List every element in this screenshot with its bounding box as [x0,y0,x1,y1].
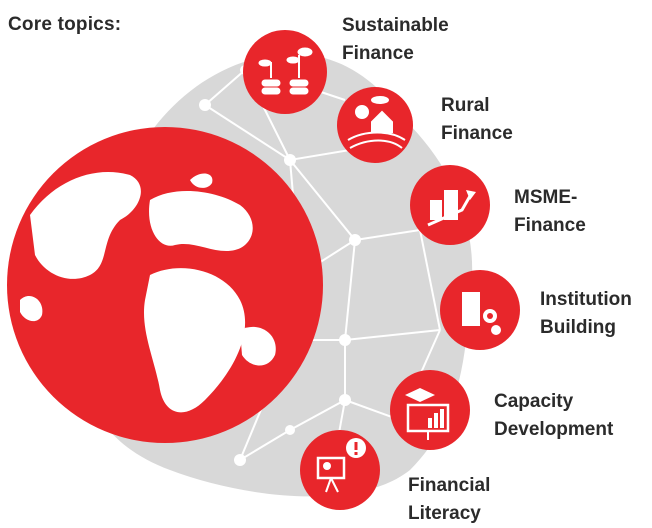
page-title: Core topics: [8,14,122,35]
msme-finance-node [410,165,490,245]
label-financial-literacy: Financial Literacy [408,472,490,528]
label-line: Finance [441,123,513,144]
label-line: Rural [441,95,490,116]
label-msme-finance: MSME- Finance [514,184,586,240]
presenter-idea-icon [316,438,366,493]
label-line: Finance [514,215,586,236]
label-rural-finance: Rural Finance [441,92,513,148]
presentation-graduate-icon [405,388,450,440]
label-line: Sustainable [342,15,449,36]
label-line: Finance [342,43,414,64]
label-line: MSME- [514,187,578,208]
plant-coins-icon [258,47,313,95]
sustainable-finance-node [243,30,327,114]
label-line: Institution [540,289,632,310]
capacity-development-node [390,370,470,450]
globe-icon [7,127,323,443]
label-institution-building: Institution Building [540,286,632,342]
label-capacity-development: Capacity Development [494,388,613,444]
farm-house-icon [347,96,406,149]
label-line: Literacy [408,503,481,524]
building-gears-icon [462,292,501,335]
institution-building-node [440,270,520,350]
label-line: Development [494,419,614,440]
label-line: Capacity [494,391,574,412]
label-line: Building [540,317,616,338]
label-sustainable-finance: Sustainable Finance [342,12,449,68]
rural-finance-node [337,87,413,163]
financial-literacy-node [300,430,380,510]
growth-buildings-icon [427,190,476,227]
label-line: Financial [408,475,491,496]
topic-circles [243,30,520,510]
